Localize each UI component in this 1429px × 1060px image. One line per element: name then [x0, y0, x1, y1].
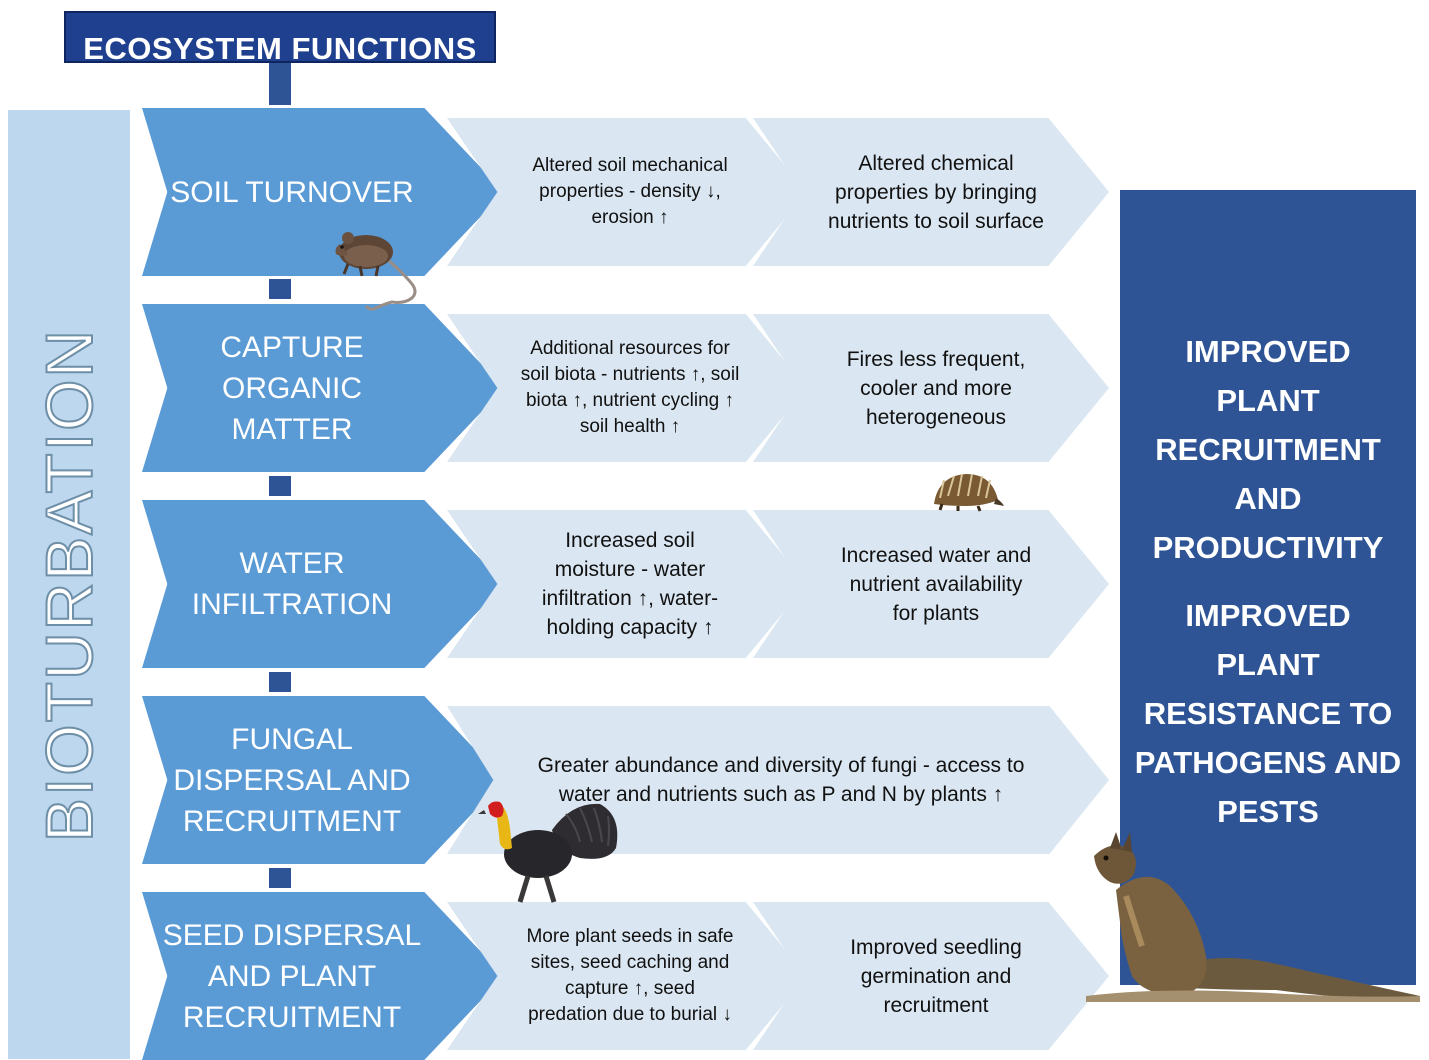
effect-arrow-2a: [447, 314, 807, 462]
function-label-seed-dispersal: SEED DISPERSAL AND PLANT RECRUITMENT: [162, 918, 422, 1034]
bioturbation-label: BIOTURBATION: [31, 327, 107, 843]
connector-header: [269, 63, 291, 105]
effect-arrow-5a: [447, 902, 807, 1050]
connector-2: [269, 476, 291, 496]
effect-text-2b: Fires less frequent, cooler and more het…: [825, 314, 1047, 462]
effect-text-3a: Increased soil moisture - water infiltra…: [525, 510, 735, 658]
bioturbation-sidebar: [8, 110, 130, 1059]
effect-5b-text: Improved seedling germination and recrui…: [850, 935, 1022, 1017]
effect-1a-text: Altered soil mechanical properties - den…: [532, 155, 728, 228]
function-arrow-fungal-dispersal: [142, 696, 504, 864]
function-arrow-water-infiltration: [142, 500, 504, 668]
effect-arrow-3a: [447, 510, 807, 658]
outcome-box: [1120, 190, 1416, 985]
effect-arrow-1b: [753, 118, 1109, 266]
function-arrow-soil-turnover: [142, 108, 504, 276]
effect-text-5b: Improved seedling germination and recrui…: [830, 902, 1042, 1050]
effect-text-5a: More plant seeds in safe sites, seed cac…: [525, 902, 735, 1050]
echidna-icon: [934, 473, 1004, 512]
brush-turkey-icon: [478, 801, 618, 903]
function-label-capture-organic-matter: CAPTURE ORGANIC MATTER: [220, 330, 364, 446]
effect-text-2a: Additional resources for soil biota - nu…: [520, 314, 740, 462]
effect-arrow-2b: [753, 314, 1109, 462]
connector-4: [269, 868, 291, 888]
function-label-soil-turnover: SOIL TURNOVER: [170, 175, 414, 209]
outcome-resistance: IMPROVED PLANT RESISTANCE TO PATHOGENS A…: [1134, 598, 1402, 829]
effect-text-1a: Altered soil mechanical properties - den…: [525, 118, 735, 266]
bettong-icon: [1086, 832, 1420, 1002]
function-arrow-seed-dispersal: [142, 892, 504, 1060]
effect-text-1b: Altered chemical properties by bringing …: [825, 118, 1047, 266]
effect-3a-text: Increased soil moisture - water infiltra…: [541, 529, 719, 639]
function-label-fungal-dispersal: FUNGAL DISPERSAL AND RECRUITMENT: [173, 722, 411, 838]
function-arrow-capture-organic-matter: [142, 304, 504, 472]
ecosystem-functions-header: ECOSYSTEM FUNCTIONS: [64, 11, 496, 63]
effect-2a-text: Additional resources for soil biota - nu…: [520, 338, 740, 437]
effect-arrow-3b: [753, 510, 1109, 658]
effect-5a-text: More plant seeds in safe sites, seed cac…: [526, 926, 734, 1025]
outcome-productivity: IMPROVED PLANT RECRUITMENT AND PRODUCTIV…: [1152, 334, 1384, 565]
effect-arrow-5b: [753, 902, 1109, 1050]
effect-arrow-1a: [447, 118, 807, 266]
effect-2b-text: Fires less frequent, cooler and more het…: [846, 347, 1026, 429]
bandicoot-icon: [335, 232, 417, 311]
connector-1: [269, 279, 291, 299]
header-title: ECOSYSTEM FUNCTIONS: [83, 31, 477, 63]
effect-text-4: Greater abundance and diversity of fungi…: [525, 706, 1037, 854]
effect-3b-text: Increased water and nutrient availabilit…: [840, 543, 1032, 625]
effect-4-text: Greater abundance and diversity of fungi…: [537, 754, 1025, 806]
effect-text-3b: Increased water and nutrient availabilit…: [835, 510, 1037, 658]
connector-3: [269, 672, 291, 692]
function-label-water-infiltration: WATER INFILTRATION: [191, 547, 393, 621]
effect-1b-text: Altered chemical properties by bringing …: [828, 151, 1044, 233]
